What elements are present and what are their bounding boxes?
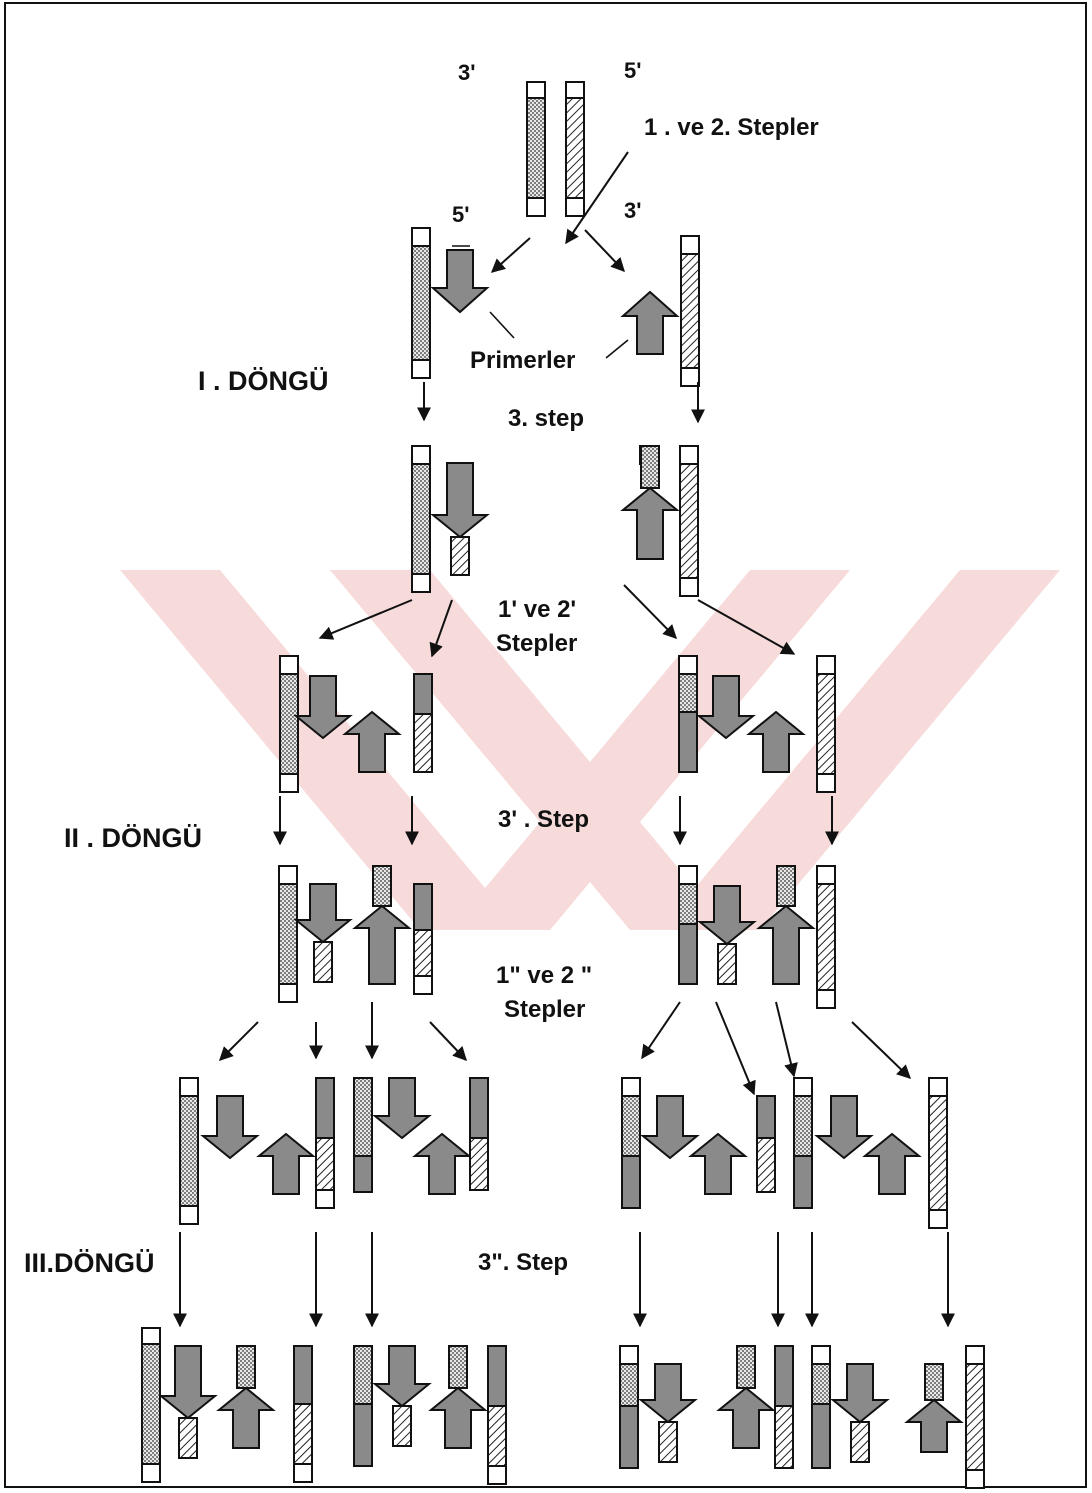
extended-product-segment: [179, 1418, 197, 1458]
primers-label: Primerler: [470, 347, 575, 374]
primer-extension-arrow: [296, 884, 350, 942]
extended-product-segment: [393, 1406, 411, 1446]
cycle-3-label: III.DÖNGÜ: [24, 1248, 155, 1278]
dna-strand: [414, 674, 432, 772]
primer-extension-arrow: [817, 1096, 871, 1158]
flow-arrow: [642, 1002, 680, 1058]
primer-extension-arrow: [749, 712, 803, 772]
dna-strand: [280, 656, 298, 792]
dna-strand: [279, 866, 297, 1002]
primer-extension-arrow: [259, 1134, 313, 1194]
flow-arrow: [776, 1002, 794, 1076]
dna-strand: [794, 1078, 812, 1208]
primer-extension-arrow: [691, 1134, 745, 1194]
primer-extension-arrow: [415, 1134, 469, 1194]
dna-strand: [681, 236, 699, 386]
mid-left-end-label: 5': [452, 202, 469, 227]
extended-product-segment: [851, 1422, 869, 1462]
dna-strand: [622, 1078, 640, 1208]
step-3pp-label: 3". Step: [478, 1249, 568, 1276]
extended-product-segment: [314, 942, 332, 982]
cycle-1-label: I . DÖNGÜ: [198, 366, 329, 396]
dna-strand: [470, 1078, 488, 1190]
top-right-end-label: 5': [624, 58, 641, 83]
flow-arrow: [852, 1022, 910, 1078]
steps-1pp-2pp-label-line1: 1" ve 2 ": [496, 962, 592, 989]
dna-strand: [679, 866, 697, 984]
extended-product-segment: [451, 537, 469, 575]
dna-strand: [527, 82, 545, 216]
primer-extension-arrow: [641, 1364, 695, 1422]
extended-product-segment: [925, 1364, 943, 1400]
dna-strand: [812, 1346, 830, 1468]
dna-strand: [412, 228, 430, 378]
dna-strand: [757, 1096, 775, 1192]
primer-extension-arrow: [623, 292, 677, 354]
primer-extension-arrow: [643, 1096, 697, 1158]
dna-strand: [679, 656, 697, 772]
extended-product-segment: [373, 866, 391, 906]
primer-extension-arrow: [375, 1346, 429, 1406]
primer-extension-arrow: [161, 1346, 215, 1418]
dna-strand: [180, 1078, 198, 1224]
dna-strand: [294, 1346, 312, 1482]
primer-extension-arrow: [431, 1388, 485, 1448]
dna-strand: [566, 82, 584, 216]
dna-strand: [142, 1328, 160, 1482]
mid-right-end-label: 3': [624, 198, 641, 223]
dna-strand: [929, 1078, 947, 1228]
primer-extension-arrow: [719, 1388, 773, 1448]
dna-strand: [620, 1346, 638, 1468]
step-3p-label: 3' . Step: [498, 806, 589, 833]
dna-strand: [775, 1346, 793, 1468]
primer-extension-arrow: [907, 1400, 961, 1452]
pointer-line: [606, 340, 628, 358]
flow-arrow: [716, 1002, 754, 1094]
primer-extension-arrow: [433, 463, 487, 537]
dna-strand: [680, 446, 698, 596]
flow-arrow: [220, 1022, 258, 1060]
step-3-label: 3. step: [508, 405, 584, 432]
cycle-2-label: II . DÖNGÜ: [64, 823, 202, 853]
primer-extension-arrow: [623, 488, 677, 559]
dna-strand: [354, 1346, 372, 1466]
primer-extension-arrow: [865, 1134, 919, 1194]
watermark: [120, 570, 1060, 930]
primer-extension-arrow: [433, 250, 487, 312]
pointer-line: [490, 312, 514, 338]
dna-strand: [354, 1078, 372, 1192]
primer-extension-arrow: [355, 906, 409, 984]
steps-1-2-label: 1 . ve 2. Stepler: [644, 114, 819, 141]
flow-arrow: [492, 238, 530, 272]
flow-arrow: [624, 585, 676, 638]
steps-1p-2p-label-line2: Stepler: [496, 630, 577, 657]
dna-strand: [966, 1346, 984, 1488]
primer-extension-arrow: [219, 1388, 273, 1448]
dna-strand: [817, 656, 835, 792]
flow-arrow: [585, 230, 624, 271]
extended-product-segment: [237, 1346, 255, 1388]
dna-strand: [414, 884, 432, 994]
extended-product-segment: [718, 944, 736, 984]
primer-extension-arrow: [203, 1096, 257, 1158]
dna-strand: [488, 1346, 506, 1484]
primer-extension-arrow: [375, 1078, 429, 1138]
extended-product-segment: [641, 446, 659, 488]
extended-product-segment: [449, 1346, 467, 1388]
extended-product-segment: [659, 1422, 677, 1462]
extended-product-segment: [737, 1346, 755, 1388]
dna-strand: [316, 1078, 334, 1208]
steps-1pp-2pp-label-line2: Stepler: [504, 996, 585, 1023]
flow-arrow: [430, 1022, 466, 1060]
extended-product-segment: [777, 866, 795, 906]
primer-extension-arrow: [833, 1364, 887, 1422]
dna-strand: [412, 446, 430, 592]
dna-strand: [817, 866, 835, 1008]
top-left-end-label: 3': [458, 60, 475, 85]
steps-1p-2p-label-line1: 1' ve 2': [498, 596, 576, 623]
